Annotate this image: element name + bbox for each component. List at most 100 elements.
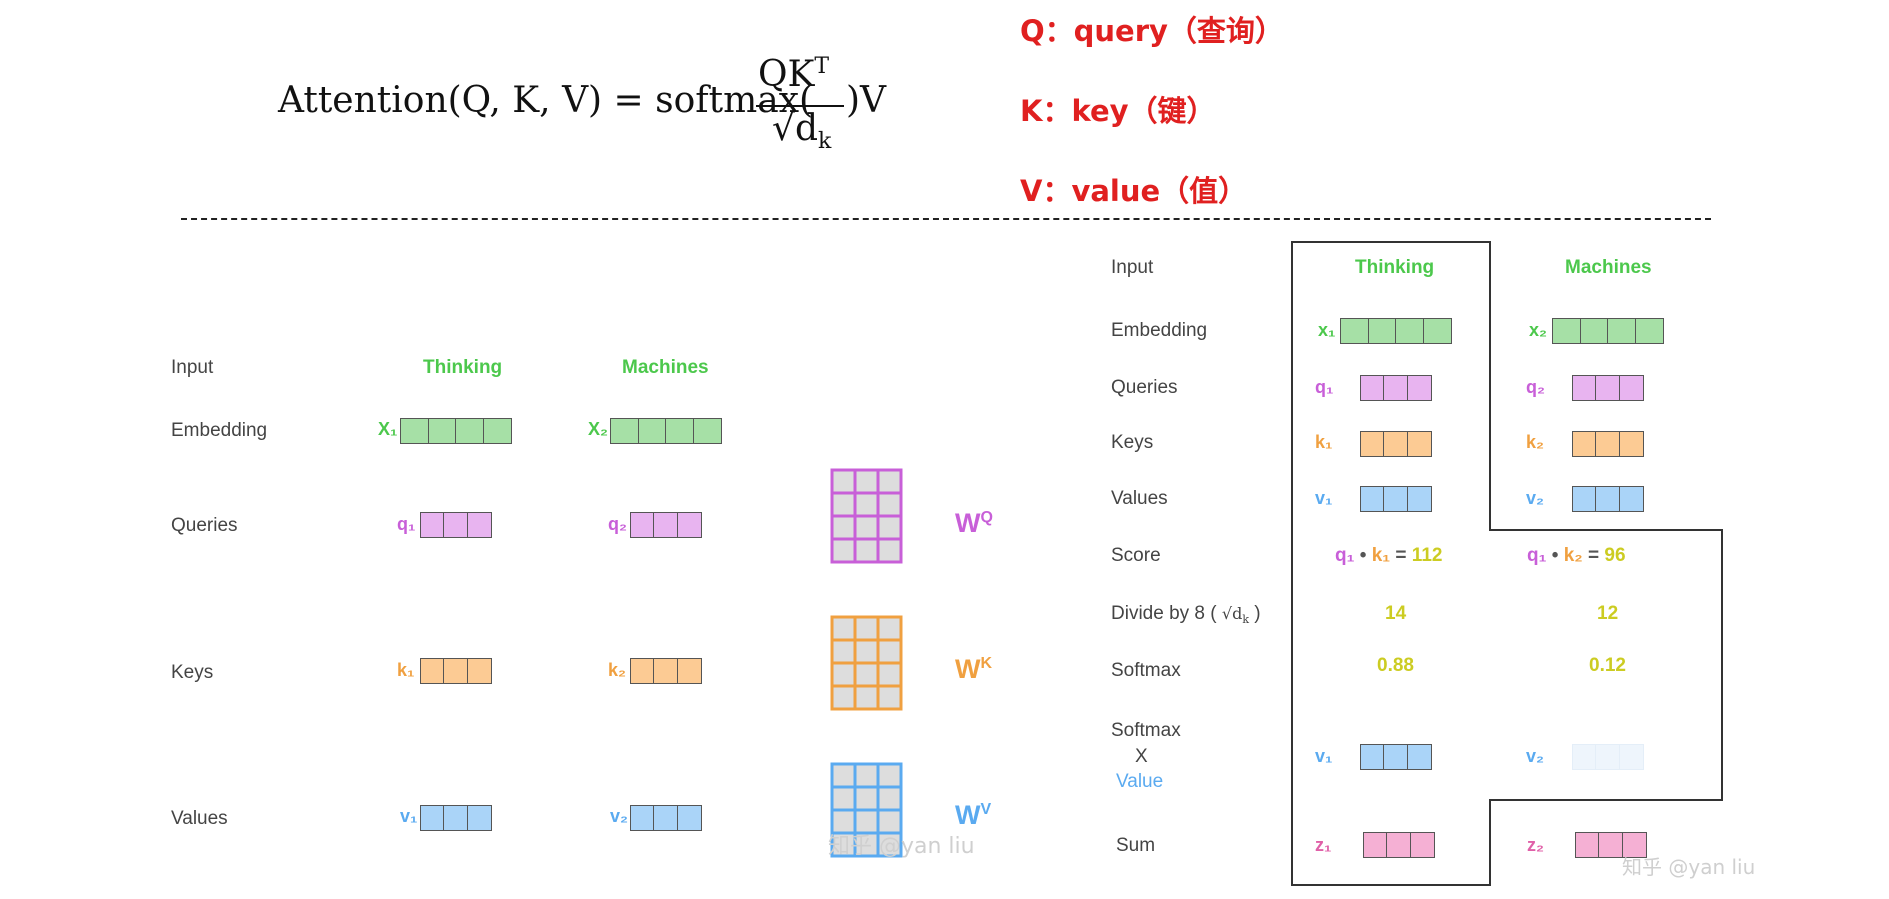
weight-matrices	[830, 468, 903, 858]
formula-numerator: QKT	[758, 54, 830, 95]
softmax-value-1: 0.88	[1377, 655, 1414, 676]
right-k1-label: k₁	[1315, 432, 1333, 452]
left-value-v2	[630, 805, 702, 831]
legend-query: Q：query（查询）	[1020, 14, 1284, 48]
matrix-cell	[876, 638, 903, 665]
divide-value-2: 12	[1597, 603, 1619, 624]
matrix-cell	[853, 468, 880, 495]
matrix-cell	[876, 661, 903, 688]
formula-denominator: √dk	[772, 108, 832, 155]
fraction-bar	[756, 105, 844, 107]
matrix-cell	[830, 661, 857, 688]
matrix-cell	[853, 661, 880, 688]
right-embedding-x1	[1340, 318, 1452, 344]
divide-value-1: 14	[1385, 603, 1407, 624]
right-v2-label: v₂	[1526, 488, 1545, 508]
right-query-q1	[1360, 375, 1432, 401]
legend-value: V：value（值）	[1020, 174, 1248, 208]
right-query-q2	[1572, 375, 1644, 401]
right-x1-label: x₁	[1318, 320, 1336, 340]
matrix-cell	[853, 537, 880, 564]
left-query-q1	[420, 512, 492, 538]
watermark-right: 知乎 @yan liu	[1622, 855, 1756, 879]
left-x1-label: X₁	[378, 419, 398, 439]
matrix-cell	[876, 468, 903, 495]
legend-key: K：key（键）	[1020, 94, 1216, 128]
right-q2-label: q₂	[1526, 377, 1545, 397]
right-v2-weighted-label: v₂	[1526, 746, 1545, 766]
left-v1-label: v₁	[400, 806, 418, 826]
weighted-value-v1	[1360, 744, 1432, 770]
weight-matrix-k	[830, 615, 903, 711]
weight-label-wv: WV	[955, 800, 992, 830]
left-k1-label: k₁	[397, 660, 415, 680]
weight-label-wk: WK	[955, 654, 993, 684]
weighted-value-v2	[1572, 744, 1644, 770]
right-x2-label: x₂	[1529, 320, 1548, 340]
score-2: q₁ • k₂ = 96	[1527, 545, 1626, 566]
sum-z2	[1575, 832, 1647, 858]
right-label-value: Value	[1116, 771, 1164, 792]
right-value-v1	[1360, 486, 1432, 512]
right-label-score: Score	[1111, 545, 1161, 566]
right-v1-weighted-label: v₁	[1315, 746, 1333, 766]
left-embedding-x2	[610, 418, 722, 444]
right-z2-label: z₂	[1527, 835, 1544, 855]
left-key-k2	[630, 658, 702, 684]
right-z1-label: z₁	[1315, 835, 1332, 855]
right-word-thinking: Thinking	[1355, 257, 1435, 278]
weight-matrix-q	[830, 468, 903, 564]
watermark-left: 知乎 @yan liu	[828, 834, 975, 859]
left-query-q2	[630, 512, 702, 538]
weight-matrix-v	[830, 762, 903, 858]
matrix-cell	[830, 491, 857, 518]
matrix-cell	[830, 638, 857, 665]
sum-z1	[1363, 832, 1435, 858]
matrix-cell	[876, 785, 903, 812]
left-key-k1	[420, 658, 492, 684]
right-key-k2	[1572, 431, 1644, 457]
score-1: q₁ • k₁ = 112	[1335, 545, 1443, 566]
matrix-cell	[830, 537, 857, 564]
section-divider	[181, 218, 1711, 220]
left-label-values: Values	[171, 808, 228, 829]
right-label-softmax-times: Softmax	[1111, 720, 1181, 741]
matrix-cell	[853, 615, 880, 642]
matrix-cell	[876, 514, 903, 541]
right-value-v2	[1572, 486, 1644, 512]
left-q2-label: q₂	[608, 514, 627, 534]
right-label-embedding: Embedding	[1111, 320, 1208, 341]
right-key-k1	[1360, 431, 1432, 457]
left-x2-label: X₂	[588, 419, 609, 439]
right-label-queries: Queries	[1111, 377, 1178, 398]
matrix-cell	[830, 762, 857, 789]
matrix-cell	[853, 684, 880, 711]
left-word-machines: Machines	[622, 357, 709, 378]
matrix-cell	[876, 491, 903, 518]
matrix-cell	[830, 468, 857, 495]
matrix-cell	[830, 785, 857, 812]
matrix-cell	[876, 615, 903, 642]
left-k2-label: k₂	[608, 660, 627, 680]
left-embedding-x1	[400, 418, 512, 444]
right-embedding-x2	[1552, 318, 1664, 344]
matrix-cell	[853, 514, 880, 541]
matrix-cell	[853, 762, 880, 789]
matrix-cell	[876, 831, 903, 858]
matrix-cell	[853, 785, 880, 812]
right-outline	[1291, 241, 1723, 886]
weight-label-wq: WQ	[955, 508, 993, 538]
matrix-cell	[853, 638, 880, 665]
right-label-softmax: Softmax	[1111, 660, 1181, 681]
right-label-keys: Keys	[1111, 432, 1154, 453]
formula-lhs: Attention(Q, K, V) = softmax(	[278, 80, 814, 121]
right-label-times: X	[1135, 746, 1148, 767]
left-q1-label: q₁	[397, 514, 416, 534]
softmax-value-2: 0.12	[1589, 655, 1626, 676]
left-word-thinking: Thinking	[423, 357, 503, 378]
left-v2-label: v₂	[610, 806, 629, 826]
right-q1-label: q₁	[1315, 377, 1334, 397]
matrix-cell	[830, 514, 857, 541]
matrix-cell	[830, 684, 857, 711]
right-word-machines: Machines	[1565, 257, 1652, 278]
